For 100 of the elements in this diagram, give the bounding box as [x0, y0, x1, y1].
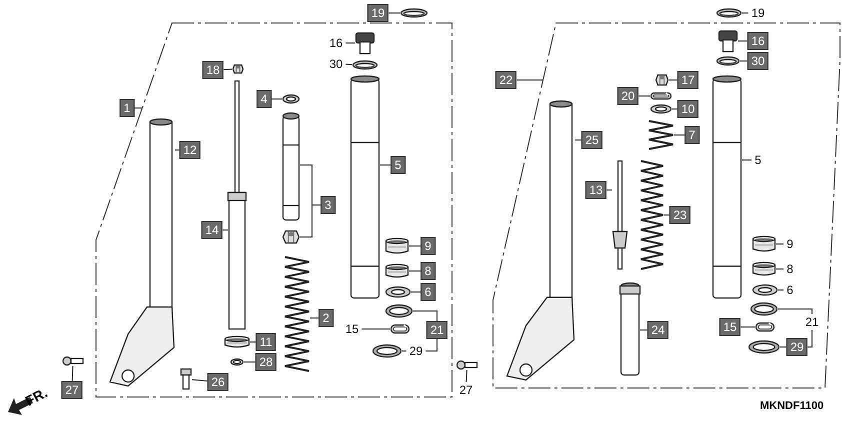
seal-drawing	[372, 344, 402, 358]
fork-slider-drawing	[505, 100, 575, 382]
seal-drawing	[385, 304, 413, 318]
callout-number: 6	[420, 283, 436, 301]
leader-line	[740, 326, 756, 328]
damper-rod-drawing	[612, 160, 628, 270]
o-ring-drawing	[716, 8, 742, 18]
callout-number: 8	[420, 262, 436, 280]
spring-drawing	[640, 160, 664, 270]
leader-line	[740, 60, 748, 62]
leader-line	[780, 346, 787, 348]
callout-number: 22	[495, 71, 517, 89]
fork-cap-drawing	[355, 32, 375, 54]
leader-line	[408, 270, 422, 272]
leader-line	[412, 310, 438, 322]
clip-drawing	[755, 322, 775, 332]
o-ring-drawing	[352, 60, 378, 70]
bolt-drawing	[456, 360, 478, 370]
fork-cap-drawing	[718, 30, 738, 52]
bushing-drawing	[752, 262, 776, 276]
washer-drawing	[385, 286, 411, 298]
direction-label: FR.	[22, 384, 50, 409]
spring-drawing	[648, 120, 674, 150]
callout-number: 30	[747, 52, 769, 70]
callout-number: 3	[320, 196, 336, 214]
callout-number: 11	[256, 333, 276, 351]
fork-tube-drawing	[712, 75, 742, 300]
leader-line	[742, 12, 749, 14]
callout-number: 20	[617, 87, 639, 105]
bushing-drawing	[385, 238, 409, 254]
leader-line	[674, 134, 686, 136]
callout-number: 21	[426, 321, 448, 339]
washer-drawing	[752, 284, 778, 296]
leader-line	[466, 370, 468, 382]
callout-number: 23	[669, 206, 691, 224]
leader-line	[361, 328, 390, 330]
bushing-drawing	[752, 236, 776, 252]
callout-number: 25	[581, 131, 603, 149]
callout-number: 10	[677, 100, 699, 118]
leader-line	[807, 330, 812, 348]
fork-tube-drawing	[350, 75, 380, 300]
leader-line	[778, 308, 812, 314]
leader-line	[664, 214, 670, 216]
spring-seat-drawing	[650, 104, 672, 114]
clip-drawing	[650, 92, 672, 100]
callout-number: 18	[202, 61, 224, 79]
callout-number: 19	[367, 4, 389, 22]
pipe-drawing	[620, 282, 640, 377]
leader-line	[192, 379, 208, 382]
callout-number: 4	[256, 90, 272, 108]
assembly-frame	[493, 23, 840, 388]
seal-drawing	[748, 340, 780, 354]
leader-line	[402, 350, 407, 352]
damper-cartridge-drawing	[228, 80, 246, 330]
callout-number: 28	[255, 353, 277, 371]
bushing-drawing	[385, 264, 409, 278]
fork-slider-drawing	[108, 118, 175, 388]
washer-drawing	[230, 358, 244, 366]
callout-number: 24	[647, 321, 669, 339]
callout-number: 2	[318, 309, 334, 327]
leader-line	[72, 366, 74, 382]
seal-drawing	[750, 302, 778, 316]
leader-line	[345, 64, 352, 66]
nut-drawing	[232, 64, 244, 74]
leader-line	[300, 204, 322, 238]
bolt-drawing	[62, 356, 84, 366]
bolt-drawing	[180, 368, 192, 390]
bushing-drawing	[224, 336, 250, 348]
leader-line	[738, 40, 748, 42]
leader-line	[380, 164, 392, 166]
leader-line	[388, 12, 400, 14]
callout-number: 16	[747, 32, 769, 50]
nut-drawing	[282, 230, 300, 244]
clip-drawing	[390, 324, 410, 334]
callout-number: 17	[677, 71, 699, 89]
leader-line	[672, 108, 678, 110]
callout-number: 12	[179, 141, 201, 159]
callout-number: 27	[61, 381, 83, 399]
callout-number: 29	[786, 338, 808, 356]
callout-number: 9	[420, 237, 436, 255]
callout-number: 13	[585, 181, 607, 199]
leader-line	[223, 68, 232, 70]
callout-number: 5	[390, 156, 406, 174]
leader-line	[345, 42, 356, 44]
callout-number: 15	[719, 318, 741, 336]
o-ring-drawing	[400, 8, 428, 18]
leader-line	[425, 338, 438, 352]
callout-number: 7	[684, 126, 700, 144]
spring-seat-drawing	[282, 94, 300, 104]
leader-line	[776, 268, 784, 270]
diagram-code: MKNDF1100	[760, 400, 824, 412]
callout-number: 26	[207, 373, 229, 391]
leader-line	[270, 98, 282, 100]
callout-number: 14	[201, 221, 223, 239]
spring-drawing	[284, 256, 310, 372]
fork-tube-drawing	[282, 112, 300, 222]
assembly-frame	[96, 23, 452, 397]
nut-drawing	[655, 74, 669, 86]
o-ring-drawing	[716, 56, 740, 66]
callout-number: 1	[120, 99, 134, 117]
